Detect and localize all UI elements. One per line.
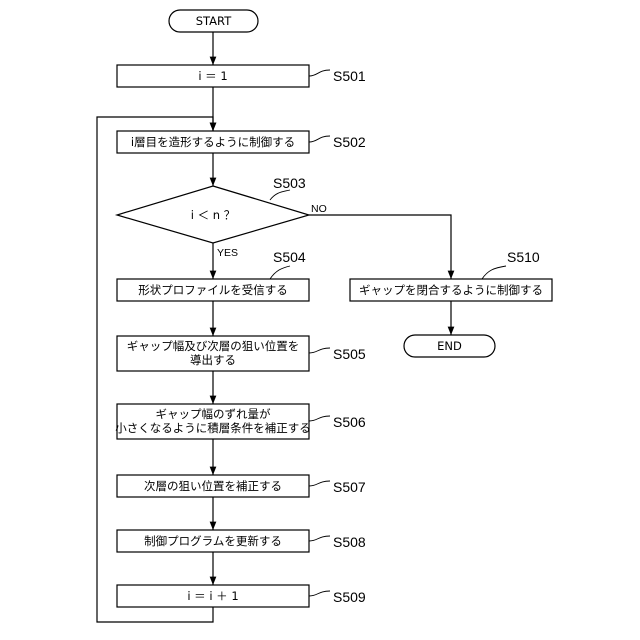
step-s501-text: i ＝ 1 bbox=[198, 69, 227, 83]
step-s508: 制御プログラムを更新する S508 bbox=[117, 530, 366, 552]
step-s502: i層目を造形するように制御する S502 bbox=[117, 131, 366, 153]
decision-s503-id: S503 bbox=[273, 175, 306, 191]
step-s502-text: i層目を造形するように制御する bbox=[131, 135, 295, 149]
step-s506-line1: ギャップ幅のずれ量が bbox=[156, 407, 271, 421]
start-label: START bbox=[196, 14, 232, 28]
step-s506-line2: 小さくなるように積層条件を補正する bbox=[115, 421, 311, 435]
step-s501-id: S501 bbox=[333, 68, 366, 84]
step-s506-id: S506 bbox=[333, 414, 366, 430]
branch-no-label: NO bbox=[311, 203, 327, 215]
step-s505-line2: 導出する bbox=[190, 353, 236, 367]
step-s509-text: i ＝ i ＋ 1 bbox=[187, 589, 238, 603]
step-s510-id: S510 bbox=[507, 249, 540, 265]
end-label: END bbox=[437, 339, 462, 353]
step-s507: 次層の狙い位置を補正する S507 bbox=[117, 475, 366, 497]
step-s507-text: 次層の狙い位置を補正する bbox=[144, 479, 282, 493]
step-s504-text: 形状プロファイルを受信する bbox=[138, 283, 288, 297]
decision-s503-text: i ＜ n ？ bbox=[191, 208, 235, 222]
end-terminal: END bbox=[404, 335, 495, 357]
step-s505: ギャップ幅及び次層の狙い位置を 導出する S505 bbox=[117, 336, 366, 371]
step-s510-text: ギャップを閉合するように制御する bbox=[359, 283, 543, 297]
step-s508-text: 制御プログラムを更新する bbox=[144, 534, 282, 548]
step-s505-id: S505 bbox=[333, 346, 366, 362]
start-terminal: START bbox=[169, 10, 258, 32]
branch-yes-label: YES bbox=[217, 247, 238, 259]
step-s505-line1: ギャップ幅及び次層の狙い位置を bbox=[127, 339, 300, 353]
step-s507-id: S507 bbox=[333, 479, 366, 495]
step-s501: i ＝ 1 S501 bbox=[117, 65, 366, 87]
step-s509: i ＝ i ＋ 1 S509 bbox=[117, 585, 366, 607]
step-s504-id: S504 bbox=[273, 249, 306, 265]
step-s502-id: S502 bbox=[333, 134, 366, 150]
step-s509-id: S509 bbox=[333, 589, 366, 605]
step-s508-id: S508 bbox=[333, 534, 366, 550]
step-s506: ギャップ幅のずれ量が 小さくなるように積層条件を補正する S506 bbox=[115, 404, 366, 439]
arrow-s503-s510 bbox=[309, 215, 451, 279]
decision-s503: i ＜ n ？ S503 NO YES bbox=[117, 175, 327, 259]
